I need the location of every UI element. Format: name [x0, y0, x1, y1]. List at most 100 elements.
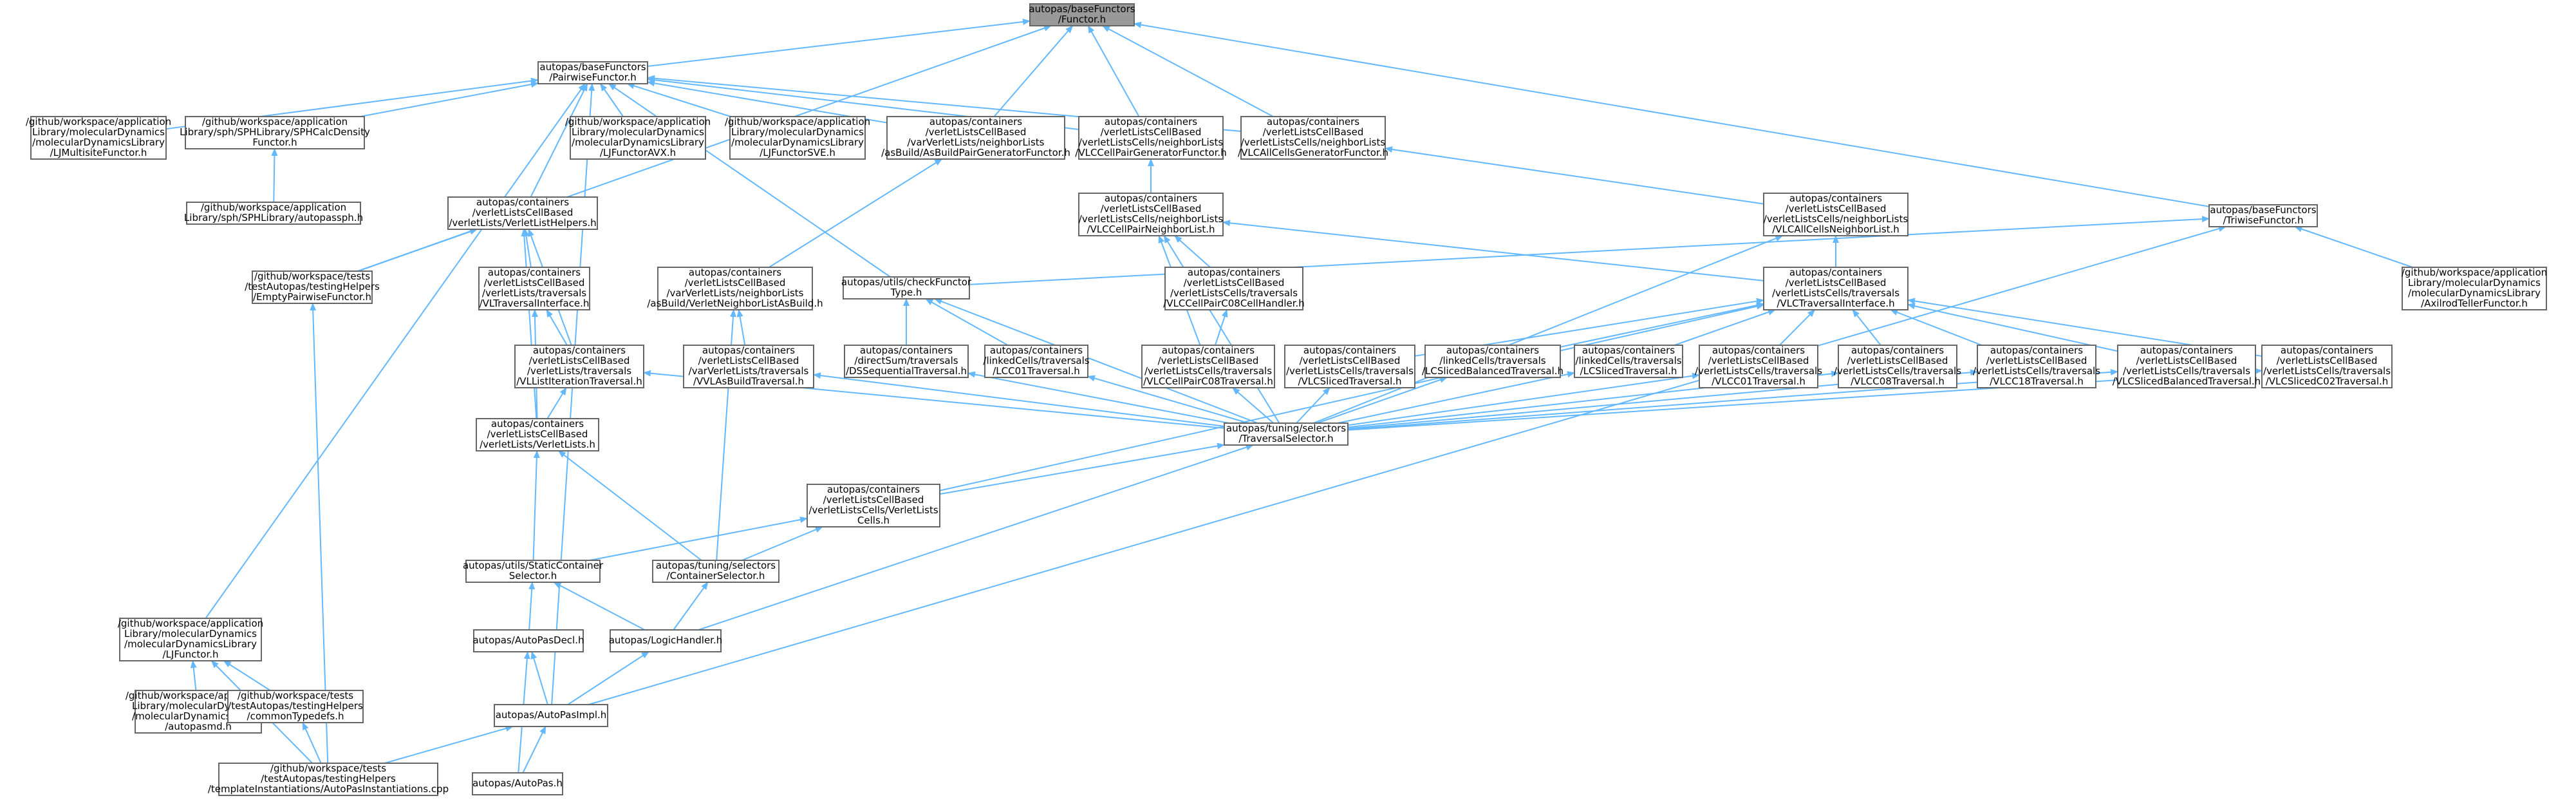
- include-edge: [742, 526, 823, 561]
- node-box: [1141, 345, 1275, 388]
- node-autopas-h[interactable]: autopas/AutoPas.h: [472, 772, 563, 795]
- include-edge: [557, 450, 702, 561]
- node-label-line: /LJMultisiteFunctor.h: [50, 147, 147, 158]
- node-label-line: autopas/containers: [929, 116, 1022, 128]
- node-vlcslicedbalancedtraversal-h[interactable]: autopas/containers/verletListsCellBased/…: [2113, 345, 2261, 388]
- node-emptypairwisefunctor-h[interactable]: /github/workspace/tests/testAutopas/test…: [245, 271, 380, 304]
- include-edge: [673, 582, 709, 631]
- node-verletneighborlistasbuild-h[interactable]: autopas/containers/verletListsCellBased/…: [647, 267, 823, 310]
- node-ljfunctoravx-h[interactable]: /github/workspace/applicationLibrary/mol…: [565, 116, 711, 160]
- node-vlctraversalinterface-h[interactable]: autopas/containers/verletListsCellBased/…: [1763, 267, 1909, 310]
- node-autopasdecl-h[interactable]: autopas/AutoPasDecl.h: [472, 629, 584, 652]
- node-ljfunctor-h[interactable]: /github/workspace/applicationLibrary/mol…: [118, 618, 263, 661]
- include-edge: [384, 725, 514, 764]
- node-vlcc18traversal-h[interactable]: autopas/containers/verletListsCellBased/…: [1973, 345, 2100, 388]
- node-box: [252, 271, 373, 304]
- include-edge: [190, 660, 197, 691]
- include-edge: [1890, 309, 1983, 346]
- node-triwisefunctor-h[interactable]: autopas/baseFunctors/TriwiseFunctor.h: [2208, 204, 2318, 227]
- node-ljmultisitefunctor-h[interactable]: /github/workspace/applicationLibrary/mol…: [26, 116, 171, 160]
- node-label-line: /github/workspace/application: [2402, 267, 2547, 278]
- node-label-line: /VLListIterationTraversal.h: [516, 375, 642, 387]
- node-label-line: autopas/containers: [1789, 193, 1882, 204]
- include-edge: [530, 651, 548, 705]
- node-commontypedefs-h[interactable]: /github/workspace/tests/testAutopas/test…: [227, 690, 364, 723]
- node-label-line: /verletListsCellBased: [823, 494, 924, 506]
- node-box: [186, 202, 361, 225]
- include-edge: [530, 83, 588, 198]
- node-label-line: Library/sph/SPHLibrary/SPHCalcDensity: [180, 126, 370, 138]
- node-label-line: /Functor.h: [1058, 14, 1106, 25]
- node-label-line: /verletListsCellBased: [1786, 203, 1887, 214]
- node-label-line: /verletListsCellBased: [1101, 203, 1202, 214]
- node-lcslicedtraversal-h[interactable]: autopas/containers/linkedCells/traversal…: [1574, 345, 1683, 378]
- node-label-line: Type.h: [890, 287, 922, 298]
- node-label-line: autopas/containers: [1267, 116, 1359, 128]
- node-label-line: /verletListsCells/neighborLists: [1241, 137, 1386, 148]
- node-vlccellpairc08cellhandler-h[interactable]: autopas/containers/verletListsCellBased/…: [1163, 267, 1305, 310]
- node-vllistiterationtraversal-h[interactable]: autopas/containers/verletListsCellBased/…: [514, 345, 644, 388]
- node-label-line: autopas/AutoPasDecl.h: [472, 634, 584, 646]
- node-vltraversalinterface-h[interactable]: autopas/containers/verletListsCellBased/…: [478, 267, 590, 310]
- node-label-line: /molecularDynamicsLibrary: [124, 638, 257, 650]
- node-autopassph-h[interactable]: /github/workspace/applicationLibrary/sph…: [184, 202, 363, 225]
- node-vlcc08traversal-h[interactable]: autopas/containers/verletListsCellBased/…: [1834, 345, 1961, 388]
- node-vlcallcellsgeneratorfunctor-h[interactable]: autopas/containers/verletListsCellBased/…: [1238, 116, 1388, 160]
- node-label-line: /LCSlicedBalancedTraversal.h: [1422, 365, 1563, 377]
- include-edge: [588, 225, 2226, 705]
- node-verletlisthelpers-h[interactable]: autopas/containers/verletListsCellBased/…: [447, 196, 598, 230]
- node-label-line: autopas/containers: [2281, 345, 2373, 356]
- node-axilrodtellerfunctor-h[interactable]: /github/workspace/applicationLibrary/mol…: [2402, 267, 2547, 310]
- node-vlcc01traversal-h[interactable]: autopas/containers/verletListsCellBased/…: [1695, 345, 1822, 388]
- node-label-line: autopas/containers: [990, 345, 1083, 356]
- node-label-line: /commonTypedefs.h: [247, 710, 344, 722]
- node-functor-h[interactable]: autopas/baseFunctors/Functor.h: [1029, 3, 1135, 26]
- node-label-line: autopas/tuning/selectors: [656, 560, 776, 571]
- node-dssequentialtraversal-h[interactable]: autopas/containers/directSum/traversals/…: [844, 345, 969, 378]
- node-box: [683, 345, 814, 388]
- node-sphcalcdensityfunctor-h[interactable]: /github/workspace/applicationLibrary/sph…: [180, 116, 370, 149]
- node-vlccellpairneighborlist-h[interactable]: autopas/containers/verletListsCellBased/…: [1078, 193, 1224, 236]
- node-label-line: /testAutopas/testingHelpers: [261, 773, 396, 784]
- node-lcc01traversal-h[interactable]: autopas/containers/linkedCells/traversal…: [983, 345, 1090, 378]
- node-lcslicedbalancedtraversal-h[interactable]: autopas/containers/linkedCells/traversal…: [1422, 345, 1563, 378]
- node-label-line: /templateInstantiations/AutoPasInstantia…: [208, 783, 449, 795]
- node-vlcslicedtraversal-h[interactable]: autopas/containers/verletListsCellBased/…: [1284, 345, 1415, 388]
- include-edge: [939, 303, 1764, 491]
- node-pairwisefunctor-h[interactable]: autopas/baseFunctors/PairwiseFunctor.h: [537, 61, 648, 84]
- node-vvlasbuildtraversal-h[interactable]: autopas/containers/verletListsCellBased/…: [683, 345, 814, 388]
- node-label-line: autopas/containers: [1105, 116, 1197, 128]
- node-vlcallcellsneighborlist-h[interactable]: autopas/containers/verletListsCellBased/…: [1763, 193, 1909, 236]
- node-verletlistscells-h[interactable]: autopas/containers/verletListsCellBased/…: [807, 484, 940, 527]
- node-autopasimpl-h[interactable]: autopas/AutoPasImpl.h: [494, 704, 608, 727]
- node-label-line: /verletListsCellBased: [1101, 126, 1202, 138]
- node-label-line: /verletListsCells/traversals: [1286, 365, 1414, 377]
- node-label-line: /verletLists/VerletListHelpers.h: [449, 217, 596, 229]
- include-edge: [223, 660, 271, 691]
- node-vlccellpairc08traversal-h[interactable]: autopas/containers/verletListsCellBased/…: [1141, 345, 1275, 388]
- node-label-line: /varVerletLists/neighborLists: [667, 287, 804, 299]
- node-logichandler-h[interactable]: autopas/LogicHandler.h: [609, 629, 723, 652]
- node-ljfunctorsve-h[interactable]: /github/workspace/applicationLibrary/mol…: [725, 116, 870, 160]
- node-traversalselector-h[interactable]: autopas/tuning/selectors/TraversalSelect…: [1224, 422, 1349, 446]
- node-label-line: /verletListsCells/traversals: [1772, 287, 1899, 299]
- include-edge: [1174, 235, 1211, 268]
- node-asbuildpairgeneratorfunctor-h[interactable]: autopas/containers/verletListsCellBased/…: [881, 116, 1070, 160]
- node-box: [478, 267, 590, 310]
- node-containerselector-h[interactable]: autopas/tuning/selectors/ContainerSelect…: [652, 560, 779, 583]
- node-label-line: autopas/baseFunctors: [2210, 204, 2316, 216]
- node-autopasinstantiations-cpp[interactable]: /github/workspace/tests/testAutopas/test…: [208, 763, 449, 796]
- node-label-line: /asBuild/AsBuildPairGeneratorFunctor.h: [881, 147, 1070, 158]
- node-label-line: Library/sph/SPHLibrary/autopassph.h: [184, 212, 363, 223]
- node-box: [30, 116, 167, 160]
- node-label-line: /TriwiseFunctor.h: [2223, 214, 2303, 226]
- node-vlccellpairgeneratorfunctor-h[interactable]: autopas/containers/verletListsCellBased/…: [1075, 116, 1227, 160]
- node-vlcslicedc02traversal-h[interactable]: autopas/containers/verletListsCellBased/…: [2261, 345, 2393, 388]
- node-box: [465, 560, 601, 583]
- node-verletlists-h[interactable]: autopas/containers/verletListsCellBased/…: [476, 418, 599, 451]
- node-label-line: autopas/containers: [1162, 345, 1255, 356]
- node-label-line: autopas/containers: [1105, 193, 1197, 204]
- node-box: [2117, 345, 2256, 388]
